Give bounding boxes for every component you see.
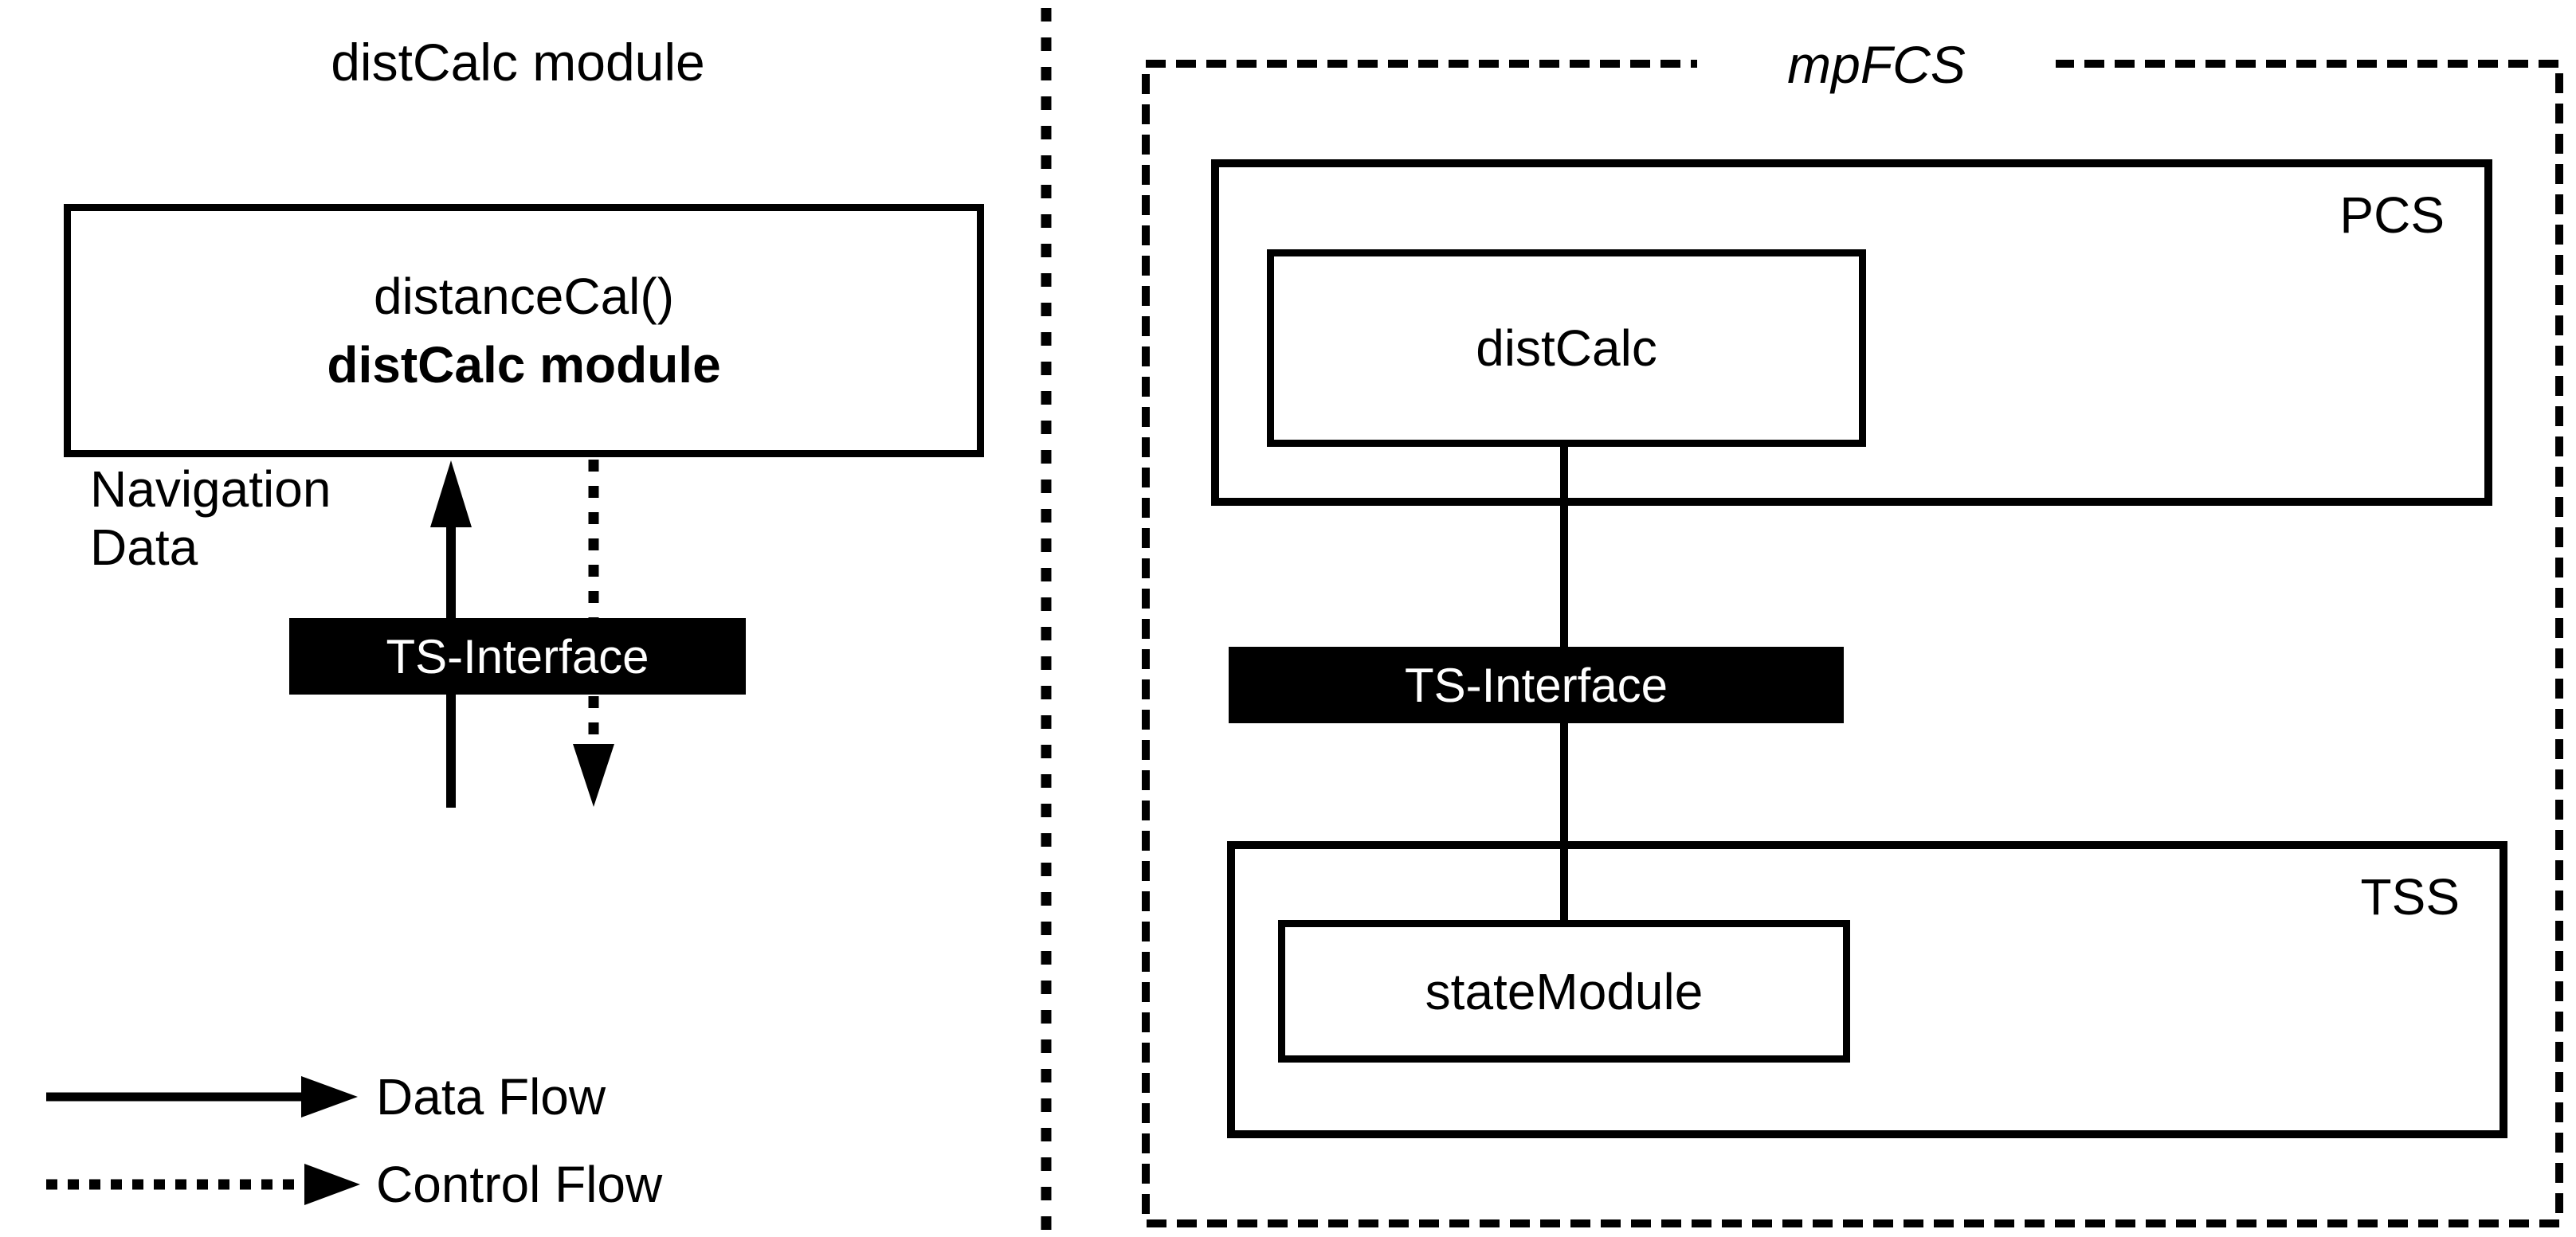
ts-interface-bar-right: TS-Interface — [1229, 647, 1844, 723]
ts-interface-bar-left: TS-Interface — [289, 618, 746, 695]
left-panel-title: distCalc module — [331, 33, 705, 92]
distcalc-box: distCalc — [1267, 249, 1866, 447]
mpfcs-system-label: mpFCS — [1697, 28, 2056, 101]
legend-control-flow-arrow-head — [304, 1164, 360, 1205]
ts-interface-bar-left-label: TS-Interface — [386, 629, 649, 683]
distcalc-box-label: distCalc — [1476, 319, 1657, 377]
distcalc-module-box: distanceCal() distCalc module — [64, 204, 984, 457]
pcs-box: PCS — [1211, 159, 2492, 506]
statemodule-box: stateModule — [1278, 920, 1850, 1063]
module-function-name: distanceCal() — [373, 268, 675, 325]
tss-label: TSS — [2360, 868, 2460, 926]
navigation-data-label-line2: Data — [90, 519, 198, 576]
legend-data-flow-arrow-head — [301, 1076, 358, 1118]
statemodule-box-label: stateModule — [1425, 962, 1704, 1020]
control-flow-arrow-head — [573, 744, 614, 807]
pcs-label: PCS — [2339, 186, 2445, 244]
legend-control-flow-label: Control Flow — [376, 1156, 663, 1213]
legend-data-flow-label: Data Flow — [376, 1068, 606, 1125]
navigation-data-label: Navigation Data — [90, 460, 425, 577]
ts-interface-bar-right-label: TS-Interface — [1404, 658, 1668, 712]
data-flow-arrow-head — [430, 460, 472, 527]
tss-box: TSS — [1227, 841, 2507, 1138]
navigation-data-label-line1: Navigation — [90, 460, 331, 518]
module-name: distCalc module — [327, 336, 721, 393]
